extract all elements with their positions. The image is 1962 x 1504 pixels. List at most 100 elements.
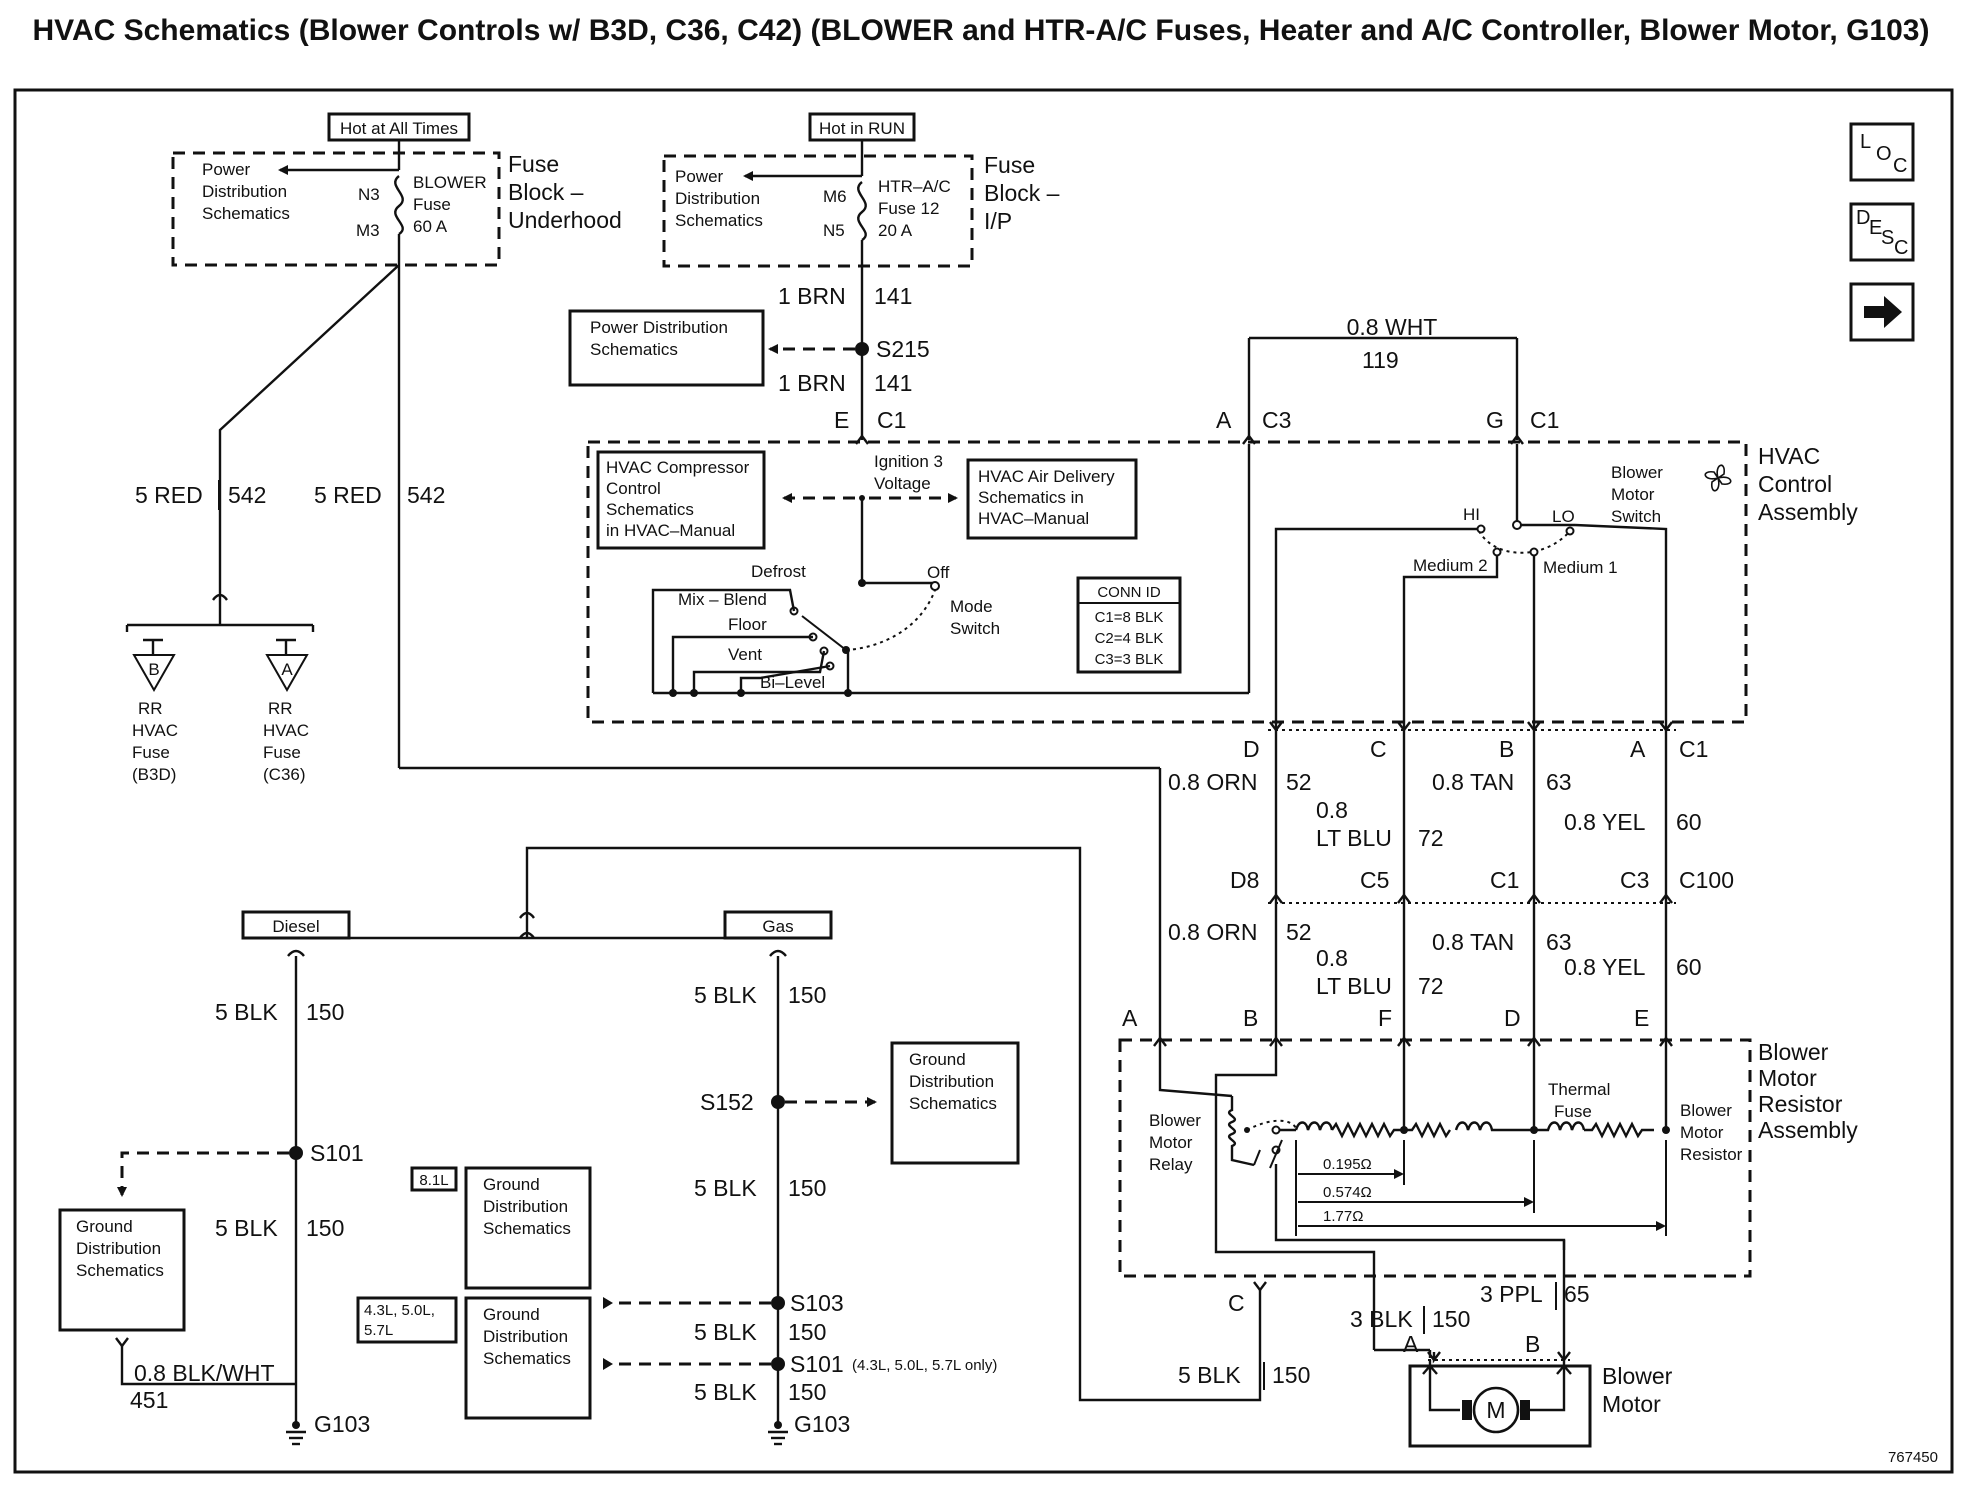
svg-text:150: 150 [1272, 1362, 1310, 1388]
svg-text:0.8: 0.8 [1316, 945, 1348, 971]
svg-text:S101: S101 [790, 1351, 844, 1377]
svg-text:Floor: Floor [728, 615, 767, 634]
svg-text:5 BLK: 5 BLK [694, 1379, 757, 1405]
svg-text:5 BLK: 5 BLK [694, 1175, 757, 1201]
svg-text:1 BRN: 1 BRN [778, 370, 846, 396]
svg-text:A: A [1630, 736, 1646, 762]
next-arrow-button[interactable] [1849, 282, 1915, 342]
svg-text:Fuse: Fuse [984, 152, 1035, 178]
svg-text:Blower: Blower [1611, 463, 1663, 482]
svg-text:Switch: Switch [950, 619, 1000, 638]
svg-text:65: 65 [1564, 1281, 1590, 1307]
svg-text:Motor: Motor [1611, 485, 1655, 504]
svg-text:C1: C1 [1679, 736, 1708, 762]
svg-text:60: 60 [1676, 954, 1702, 980]
svg-text:Schematics: Schematics [590, 340, 678, 359]
svg-text:Ground: Ground [483, 1305, 540, 1324]
svg-text:Assembly: Assembly [1758, 499, 1858, 525]
svg-text:Fuse: Fuse [508, 151, 559, 177]
svg-text:451: 451 [130, 1387, 168, 1413]
svg-text:Schematics: Schematics [675, 211, 763, 230]
svg-text:Power Distribution: Power Distribution [590, 318, 728, 337]
svg-text:150: 150 [788, 1319, 826, 1345]
rr-hvac-fuse-b3d: B RR HVAC Fuse (B3D) [132, 638, 178, 784]
svg-text:150: 150 [306, 1215, 344, 1241]
svg-text:Distribution: Distribution [909, 1072, 994, 1091]
svg-text:60: 60 [1676, 809, 1702, 835]
svg-text:0.8 BLK/WHT: 0.8 BLK/WHT [134, 1360, 275, 1386]
svg-text:G103: G103 [794, 1411, 850, 1437]
svg-text:Diesel: Diesel [272, 917, 319, 936]
svg-text:Ground: Ground [483, 1175, 540, 1194]
ground-g103-gas-icon [768, 1421, 788, 1446]
svg-text:E: E [1634, 1005, 1649, 1031]
svg-text:G: G [1486, 407, 1504, 433]
svg-text:LT BLU: LT BLU [1316, 825, 1392, 851]
ignition-feed: 1 BRN 141 S215 Power Distribution Schema… [568, 282, 930, 445]
svg-text:LT BLU: LT BLU [1316, 973, 1392, 999]
svg-text:0.574Ω: 0.574Ω [1323, 1184, 1372, 1201]
hvac-compressor-control-box [596, 450, 766, 550]
thermal-fuse-icon [1534, 1121, 1586, 1132]
svg-text:Schematics: Schematics [606, 500, 694, 519]
svg-text:0.8 TAN: 0.8 TAN [1432, 929, 1514, 955]
svg-text:3 BLK: 3 BLK [1350, 1306, 1413, 1332]
svg-text:1.77Ω: 1.77Ω [1323, 1208, 1363, 1225]
svg-text:60 A: 60 A [413, 217, 448, 236]
svg-text:Bi–Level: Bi–Level [760, 673, 825, 692]
resistor-coil-2-icon [1454, 1121, 1534, 1132]
svg-text:Fuse: Fuse [1554, 1102, 1592, 1121]
svg-text:BLOWER: BLOWER [413, 173, 487, 192]
motor-icon [1472, 1386, 1520, 1434]
svg-text:Mode: Mode [950, 597, 993, 616]
blower-motor: 5 BLK 150 3 PPL 65 3 BLK 150 A B M Blowe… [519, 846, 1673, 1448]
svg-text:5 BLK: 5 BLK [694, 1319, 757, 1345]
red-feed-wires: 5 RED 542 5 RED 542 B RR HVAC Fuse (B3D)… [125, 264, 1162, 1050]
svg-text:5 RED: 5 RED [314, 482, 382, 508]
svg-text:C: C [1894, 237, 1908, 259]
svg-text:L: L [1860, 131, 1871, 153]
svg-text:D: D [1856, 207, 1870, 229]
svg-text:63: 63 [1546, 929, 1572, 955]
svg-text:5 BLK: 5 BLK [215, 999, 278, 1025]
svg-text:0.8 ORN: 0.8 ORN [1168, 919, 1257, 945]
resistor-zigzag-3-icon [1584, 1121, 1654, 1139]
svg-text:C1: C1 [1490, 867, 1519, 893]
svg-text:A: A [1403, 1331, 1419, 1357]
hvac-control-assembly: HVAC Control Assembly HVAC Compressor Co… [586, 440, 1858, 724]
svg-text:C: C [1228, 1290, 1245, 1316]
blower-motor-resistor-assembly: Blower Motor Resistor Assembly A B F D E… [1118, 1005, 1858, 1350]
svg-text:Underhood: Underhood [508, 207, 622, 233]
svg-text:52: 52 [1286, 769, 1312, 795]
hot-in-run-label: Hot in RUN [819, 119, 905, 138]
svg-text:Distribution: Distribution [483, 1327, 568, 1346]
svg-text:5.7L: 5.7L [364, 1322, 393, 1339]
hvac-air-delivery-box [966, 458, 1138, 540]
svg-text:150: 150 [306, 999, 344, 1025]
svg-text:C1: C1 [877, 407, 906, 433]
svg-text:Voltage: Voltage [874, 474, 931, 493]
svg-text:D: D [1504, 1005, 1521, 1031]
svg-text:I/P: I/P [984, 208, 1012, 234]
figure-id: 767450 [1888, 1449, 1938, 1466]
svg-text:B: B [1243, 1005, 1258, 1031]
wht-feed-119: 0.8 WHT 119 A C3 G C1 [1216, 314, 1559, 445]
loc-button[interactable]: LOC [1849, 122, 1915, 182]
svg-text:Mix – Blend: Mix – Blend [678, 590, 767, 609]
fuse-block-underhood: Hot at All Times Power Distribution Sche… [171, 112, 622, 267]
svg-text:C3=3 BLK: C3=3 BLK [1095, 651, 1164, 668]
svg-text:Fuse 12: Fuse 12 [878, 199, 939, 218]
splice-s152 [771, 1095, 785, 1109]
svg-text:N5: N5 [823, 221, 845, 240]
svg-text:RR: RR [268, 699, 293, 718]
svg-text:141: 141 [874, 283, 912, 309]
blower-motor-switch: Blower Motor Switch HI LO Medium 2 Mediu… [1274, 444, 1668, 712]
svg-text:Control: Control [1758, 471, 1832, 497]
svg-text:0.8 WHT: 0.8 WHT [1347, 314, 1438, 340]
svg-text:S103: S103 [790, 1290, 844, 1316]
svg-text:C2=4 BLK: C2=4 BLK [1095, 630, 1164, 647]
svg-text:HVAC Air Delivery: HVAC Air Delivery [978, 467, 1115, 486]
svg-text:RR: RR [138, 699, 163, 718]
svg-text:8.1L: 8.1L [419, 1172, 448, 1189]
